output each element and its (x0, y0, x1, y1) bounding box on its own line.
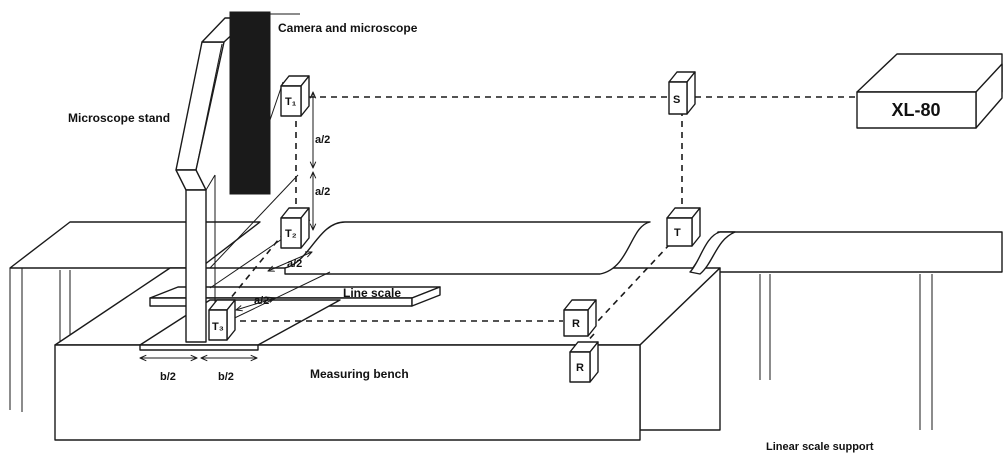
stand-label: Microscope stand (68, 111, 170, 125)
laser-beams (224, 96, 857, 346)
target-t1: T₁ (280, 75, 310, 117)
a2-label-2: a/2 (315, 186, 330, 198)
bench-label: Measuring bench (310, 367, 409, 381)
a2-label-3: a/2 (287, 258, 302, 270)
support-label: Linear scale support (766, 441, 874, 453)
a2-label-1: a/2 (315, 134, 330, 146)
target-t2-label: T₂ (285, 228, 297, 240)
a2-label-4: a/2 (254, 295, 269, 307)
target-t2: T₂ (280, 207, 310, 249)
line-scale-label: Line scale (343, 286, 401, 300)
xl80-label: XL-80 (891, 100, 940, 120)
target-t3: T₃ (208, 299, 236, 341)
target-r1-label: R (572, 318, 580, 330)
linear-scale (284, 221, 736, 275)
target-r2: R (569, 341, 599, 383)
b2-label-1: b/2 (160, 371, 176, 383)
target-t3-label: T₃ (212, 321, 224, 333)
target-r2-label: R (576, 362, 584, 374)
camera-microscope (229, 11, 300, 195)
xl80-laser: XL-80 (856, 53, 1003, 129)
target-t-label: T (674, 227, 681, 239)
target-r1: R (563, 299, 597, 337)
b2-label-2: b/2 (218, 371, 234, 383)
target-s: S (668, 71, 696, 115)
target-t1-label: T₁ (285, 96, 297, 108)
target-t: T (666, 207, 701, 247)
target-s-label: S (673, 94, 680, 106)
dimension-arrows (140, 92, 313, 358)
camera-label: Camera and microscope (278, 21, 418, 35)
right-support (689, 231, 1003, 430)
